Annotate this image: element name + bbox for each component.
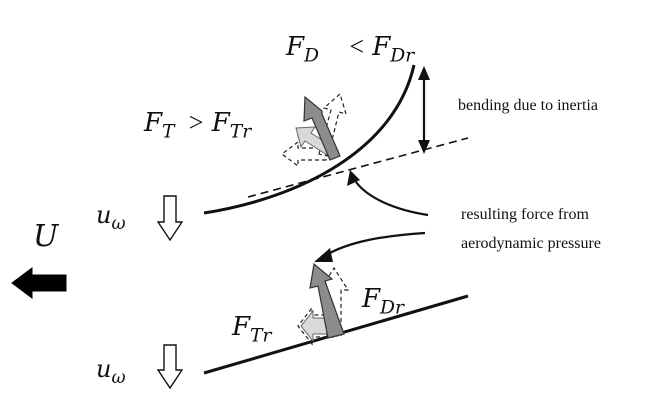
rigid-drag-symbol: F xyxy=(372,32,391,62)
rigid-thrust-symbol-sub: Tr xyxy=(229,121,252,143)
velocity-arrow-top xyxy=(156,195,184,242)
drag-symbol-sub: D xyxy=(304,45,320,67)
rigid-thrust-label-sub: Tr xyxy=(250,325,272,347)
drag-arrow-bottom xyxy=(309,262,345,339)
thrust-symbol: F xyxy=(144,108,163,138)
thrust-symbol-sub: T xyxy=(162,121,175,143)
velocity-symbol-bottom-sub: ω xyxy=(111,368,126,389)
resulting-force-arrow-top-head xyxy=(347,170,360,186)
free-stream-label: U xyxy=(33,219,59,254)
velocity-symbol-bottom: u xyxy=(96,355,112,383)
velocity-symbol-top: u xyxy=(96,201,112,229)
rigid-thrust-label-symbol: F xyxy=(232,312,251,342)
velocity-arrow-bottom xyxy=(156,344,184,390)
bending-note: bending due to inertia xyxy=(458,97,598,114)
drag-comparison-label: FD < FDr xyxy=(286,34,414,66)
bent-wing-profile xyxy=(203,64,416,215)
resulting-force-note-line2: aerodynamic pressure xyxy=(461,235,601,252)
bending-arrow-head-top xyxy=(418,66,430,80)
drag-symbol: F xyxy=(286,32,305,62)
resulting-force-arrow-bottom xyxy=(327,231,426,255)
resulting-force-note-line1: resulting force from xyxy=(461,206,589,223)
velocity-label-bottom: uω xyxy=(96,357,126,387)
rigid-drag-symbol-sub: Dr xyxy=(390,45,415,67)
resulting-force-arrow-bottom-head xyxy=(314,248,333,262)
free-stream-arrow xyxy=(11,267,67,299)
resulting-force-arrow-top xyxy=(355,181,429,217)
rigid-drag-label-sub: Dr xyxy=(380,297,404,319)
rigid-drag-label: FDr xyxy=(362,286,404,318)
thrust-comparison-label: FT > FTr xyxy=(144,110,251,142)
less-than-operator: < xyxy=(349,32,364,61)
velocity-label-top: uω xyxy=(96,203,126,233)
velocity-symbol-top-sub: ω xyxy=(111,214,126,235)
bending-arrow-head-bottom xyxy=(418,140,430,154)
rigid-thrust-symbol: F xyxy=(211,108,230,138)
drag-arrow-top xyxy=(303,95,341,161)
rigid-drag-label-symbol: F xyxy=(362,284,381,314)
rigid-thrust-label: FTr xyxy=(232,314,271,346)
greater-than-operator: > xyxy=(188,108,204,137)
rigid-wing-reference-line xyxy=(247,137,469,198)
